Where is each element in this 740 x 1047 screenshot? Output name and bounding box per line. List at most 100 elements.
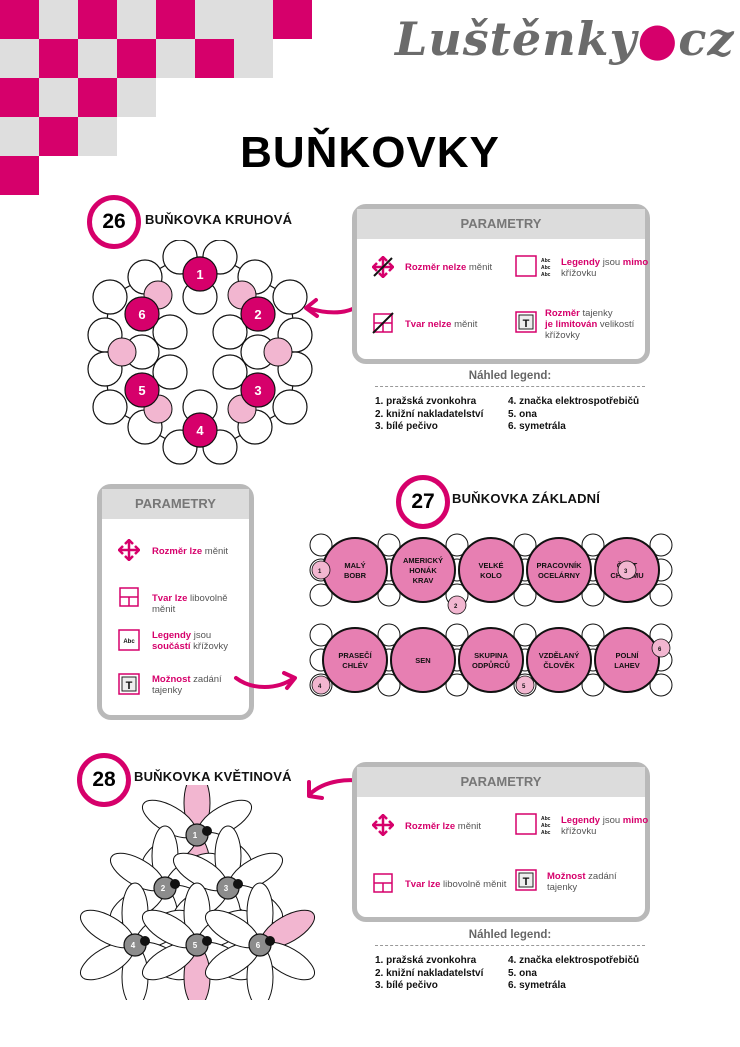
legend-item: 5. ona bbox=[508, 967, 537, 979]
legend-item: 3. bílé pečivo bbox=[375, 980, 438, 991]
numbered-cell bbox=[515, 675, 535, 695]
checker-cell bbox=[117, 0, 156, 39]
panel-title: PARAMETRY bbox=[102, 489, 249, 519]
flower-dot bbox=[233, 879, 243, 889]
cell-number: 1 bbox=[318, 569, 322, 575]
logo-tld: cz bbox=[678, 12, 735, 66]
legend-cell bbox=[390, 537, 456, 603]
cell-number: 1 bbox=[196, 267, 203, 282]
numbered-cell bbox=[240, 296, 276, 332]
site-logo[interactable]: Luštěnky●cz bbox=[395, 12, 734, 72]
grid-cell bbox=[377, 533, 401, 557]
legend-column-right: 4. značka elektrospotřebičů 5. ona 6. sy… bbox=[508, 955, 648, 993]
legend-cell bbox=[526, 627, 592, 693]
cell-number: 4 bbox=[196, 423, 204, 438]
numbered-cell bbox=[651, 638, 671, 658]
flower-dot bbox=[140, 936, 150, 946]
cell-number: 6 bbox=[658, 647, 662, 653]
checker-cell bbox=[273, 0, 312, 39]
grid-cell bbox=[581, 673, 605, 697]
legend-item: 5. ona bbox=[508, 408, 537, 420]
grid-cell bbox=[581, 583, 605, 607]
shape-icon bbox=[118, 586, 140, 613]
grid-cell bbox=[212, 314, 248, 350]
numbered-cell bbox=[182, 256, 218, 292]
checker-cell bbox=[0, 78, 39, 117]
svg-text:T: T bbox=[523, 318, 530, 330]
checker-cell bbox=[234, 39, 273, 78]
legend-cell bbox=[390, 627, 456, 693]
grid-cell bbox=[377, 673, 401, 697]
svg-text:T: T bbox=[523, 876, 530, 888]
svg-text:Abc: Abc bbox=[541, 265, 551, 271]
numbered-cell bbox=[617, 560, 637, 580]
legend-item: 4. značka elektrospotřebičů bbox=[508, 955, 640, 966]
grid-cell bbox=[377, 623, 401, 647]
grid-cell-shaded bbox=[107, 337, 137, 367]
grid-cell bbox=[152, 314, 188, 350]
checker-cell bbox=[78, 39, 117, 78]
grid-cell bbox=[649, 673, 673, 697]
grid-cell bbox=[272, 389, 308, 425]
flower-dot bbox=[202, 936, 212, 946]
checker-cell bbox=[0, 117, 39, 156]
panel-title: PARAMETRY bbox=[357, 209, 645, 239]
legend-item: 3. bílé pečivo bbox=[375, 421, 438, 432]
numbered-cell bbox=[311, 560, 331, 580]
grid-cell bbox=[581, 623, 605, 647]
legend-item: 1. pražská zvonkohra bbox=[375, 955, 477, 966]
legend-column-left: 1. pražská zvonkohra 2. knižní nakladate… bbox=[375, 955, 510, 993]
grid-cell bbox=[513, 623, 537, 647]
legend-divider bbox=[375, 945, 645, 946]
legend-inside-icon: Abc bbox=[118, 629, 140, 656]
checker-cell bbox=[78, 0, 117, 39]
logo-text: Luštěnky bbox=[395, 12, 638, 66]
grid-cell bbox=[377, 583, 401, 607]
cell-number: 3 bbox=[254, 383, 261, 398]
cell-number: 2 bbox=[454, 604, 458, 610]
svg-text:Abc: Abc bbox=[541, 272, 551, 278]
section-number-28: 28 bbox=[77, 753, 131, 807]
cell-number: 1 bbox=[193, 831, 198, 840]
legend-cell bbox=[594, 627, 660, 693]
grid-cell bbox=[649, 533, 673, 557]
page-title: BUŇKOVKY bbox=[240, 128, 500, 177]
shape-icon bbox=[372, 872, 394, 899]
grid-cell bbox=[513, 533, 537, 557]
svg-text:T: T bbox=[126, 680, 133, 692]
grid-cell bbox=[309, 583, 333, 607]
legend-item: 4. značka elektrospotřebičů bbox=[508, 396, 640, 407]
grid-cell bbox=[152, 354, 188, 390]
grid-cell bbox=[92, 389, 128, 425]
parameters-panel-27: PARAMETRY Rozměr lze měnit Tvar lze libo… bbox=[97, 484, 254, 720]
checker-cell bbox=[39, 117, 78, 156]
svg-text:Abc: Abc bbox=[541, 816, 551, 822]
flower-dot bbox=[202, 826, 212, 836]
section-number-27: 27 bbox=[396, 475, 450, 529]
checker-cell bbox=[156, 0, 195, 39]
panel-title: PARAMETRY bbox=[357, 767, 645, 797]
checker-cell bbox=[39, 78, 78, 117]
checker-pattern bbox=[0, 0, 312, 195]
flower-dot bbox=[265, 936, 275, 946]
legend-cell bbox=[322, 537, 388, 603]
cell-number: 5 bbox=[522, 684, 526, 690]
checker-cell bbox=[156, 39, 195, 78]
legend-column-left: 1. pražská zvonkohra 2. knižní nakladate… bbox=[375, 396, 510, 434]
grid-cell bbox=[309, 533, 333, 557]
cell-number: 6 bbox=[256, 941, 261, 950]
legend-cell bbox=[526, 537, 592, 603]
checker-cell bbox=[39, 39, 78, 78]
legend-item: 2. knižní nakladatelství bbox=[375, 408, 484, 420]
numbered-cell bbox=[447, 595, 467, 615]
cell-number: 2 bbox=[161, 884, 166, 893]
